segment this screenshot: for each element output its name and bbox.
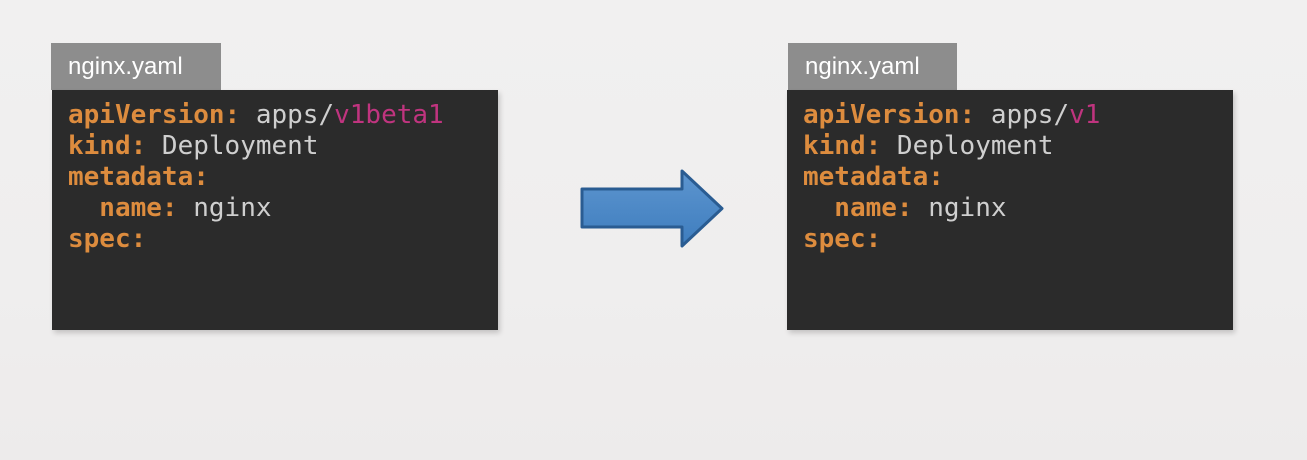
code-line: apiVersion: apps/v1 [803,100,1233,131]
file-tab-after: nginx.yaml [788,43,957,90]
code-token-val: Deployment [881,131,1054,161]
code-token-key: metadata: [803,162,944,192]
code-token-key: kind: [68,131,147,161]
code-token-key: name: [803,193,913,223]
code-token-key: metadata: [68,162,209,192]
code-line: apiVersion: apps/v1beta1 [68,100,498,131]
code-token-val: Deployment [146,131,319,161]
file-tab-label: nginx.yaml [68,52,183,80]
code-token-ver: v1 [1069,100,1101,130]
code-token-key: kind: [803,131,882,161]
right-arrow-icon [580,169,724,248]
code-line: spec: [803,224,1233,255]
code-token-key: name: [68,193,178,223]
code-token-val: apps/ [975,100,1070,130]
code-token-key: apiVersion: [803,100,976,130]
code-token-val: nginx [177,193,272,223]
code-token-ver: v1beta1 [334,100,444,130]
code-line: spec: [68,224,498,255]
code-line: metadata: [68,162,498,193]
code-line: kind: Deployment [803,131,1233,162]
file-tab-label: nginx.yaml [805,52,920,80]
code-line: name: nginx [68,193,498,224]
code-line: metadata: [803,162,1233,193]
right-arrow-shape [580,169,724,248]
code-token-key: spec: [803,224,882,254]
code-line: kind: Deployment [68,131,498,162]
code-token-val: apps/ [240,100,335,130]
code-line: name: nginx [803,193,1233,224]
file-tab-before: nginx.yaml [51,43,221,90]
code-token-key: apiVersion: [68,100,241,130]
transform-arrow [580,169,724,248]
code-token-key: spec: [68,224,147,254]
code-token-val: nginx [912,193,1007,223]
